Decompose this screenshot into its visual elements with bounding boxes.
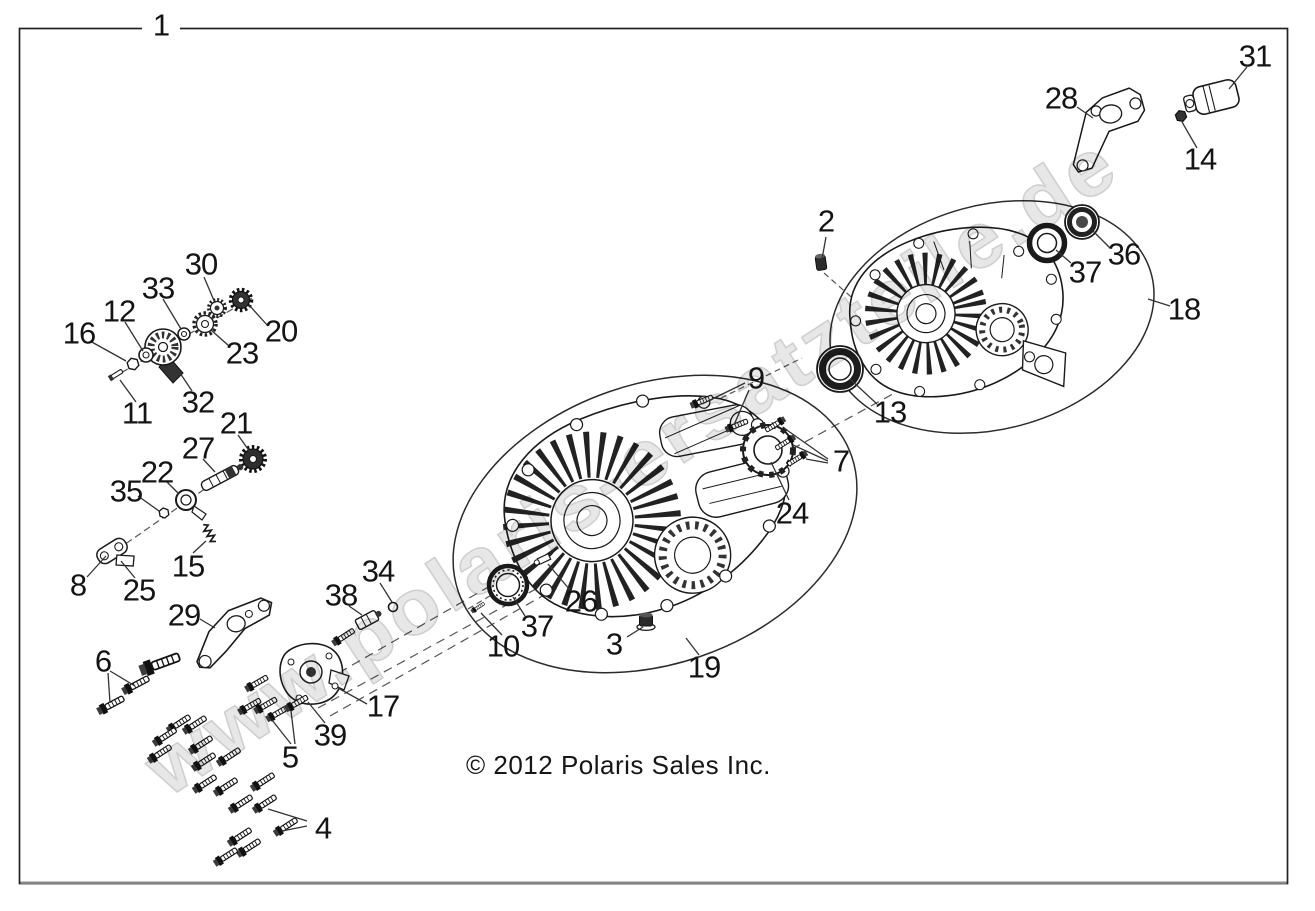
bracket-28 [1072, 87, 1146, 173]
pin-11 [107, 369, 124, 382]
callout-12: 12 [102, 293, 136, 329]
callout-33: 33 [141, 270, 175, 306]
callout-34: 34 [361, 553, 395, 589]
callout-14: 14 [1183, 141, 1217, 177]
bearing-36 [1064, 204, 1100, 240]
fitting-38 [354, 609, 382, 631]
callout-39: 39 [313, 717, 347, 753]
callout-20: 20 [264, 313, 298, 349]
callout-35: 35 [109, 473, 143, 509]
callout-6: 6 [94, 643, 112, 679]
callout-21: 21 [219, 405, 253, 441]
gear-21 [239, 445, 267, 473]
ring-22 [175, 489, 207, 521]
clip-26 [533, 552, 554, 566]
gear-20 [228, 287, 254, 313]
callout-36: 36 [1107, 236, 1141, 272]
nut-16 [125, 356, 141, 372]
plug-3 [636, 612, 656, 632]
callout-9: 9 [747, 360, 765, 396]
callout-16: 16 [62, 315, 96, 351]
callout-30: 30 [184, 246, 218, 282]
callout-22: 22 [140, 454, 174, 490]
nut-35 [157, 506, 171, 520]
gear-23 [192, 311, 218, 337]
seal-37-left [486, 563, 530, 607]
leader-lines [86, 66, 1248, 832]
parts [96, 78, 1240, 705]
callout-18: 18 [1167, 291, 1201, 327]
callout-3: 3 [605, 626, 623, 662]
shaft-27 [200, 464, 244, 492]
callout-19: 19 [687, 649, 721, 685]
callout-38: 38 [324, 577, 358, 613]
washer-12 [138, 347, 154, 363]
gear-30 [207, 298, 227, 318]
callout-25: 25 [122, 572, 156, 608]
callout-13: 13 [873, 394, 907, 430]
callout-26: 26 [564, 583, 598, 619]
watermark-text: www.polaris-ersatzteile.de [128, 118, 1133, 813]
spring-15 [201, 523, 217, 543]
seal-13 [816, 345, 864, 393]
callout-10: 10 [486, 628, 520, 664]
callout-37: 37 [520, 608, 554, 644]
callout-37: 37 [1068, 254, 1102, 290]
callout-4: 4 [314, 810, 332, 846]
callout-17: 17 [366, 688, 400, 724]
gearcase-right [848, 226, 1067, 398]
plug-2 [814, 253, 828, 271]
callout-27: 27 [181, 430, 215, 466]
callout-28: 28 [1044, 80, 1078, 116]
oring-34 [387, 601, 399, 613]
bracket-29 [196, 597, 273, 669]
callout-15: 15 [171, 548, 205, 584]
washer-33 [177, 327, 191, 341]
callout-1: 1 [152, 7, 170, 43]
callout-7: 7 [832, 443, 850, 479]
callout-31: 31 [1238, 38, 1272, 74]
callout-8: 8 [69, 567, 87, 603]
frame-border [18, 14, 1289, 885]
balloon-19 [452, 374, 858, 674]
seal-37-right [1026, 222, 1068, 264]
callout-32: 32 [181, 384, 215, 420]
callout-11: 11 [121, 395, 153, 431]
callout-2: 2 [817, 203, 835, 239]
callout-5: 5 [281, 739, 299, 775]
copyright-text: © 2012 Polaris Sales Inc. [466, 750, 771, 780]
sensor-31 [1183, 78, 1240, 116]
pump-32 [144, 328, 184, 384]
callout-29: 29 [167, 597, 201, 633]
callout-24: 24 [775, 495, 809, 531]
nut-14 [1173, 109, 1189, 123]
gasket-24 [740, 422, 796, 478]
callout-23: 23 [225, 335, 259, 371]
